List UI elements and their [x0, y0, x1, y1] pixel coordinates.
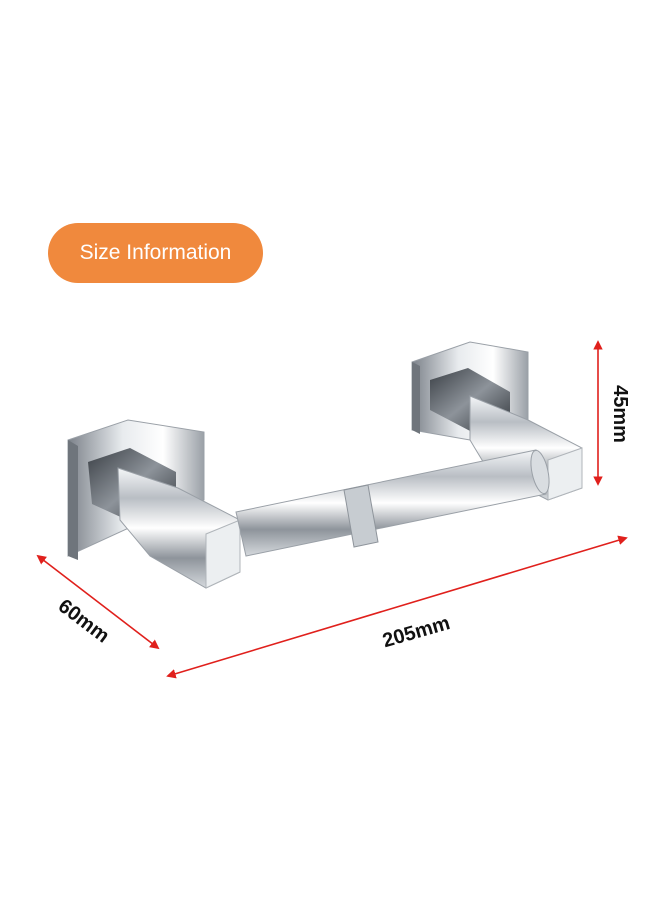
width-label: 205mm — [380, 612, 452, 652]
height-label: 45mm — [609, 385, 631, 443]
width-arrow — [166, 535, 628, 679]
size-information-badge: Size Information — [48, 223, 263, 283]
depth-arrow — [36, 554, 160, 650]
depth-label: 60mm — [54, 595, 113, 647]
roller-bar — [235, 449, 550, 557]
